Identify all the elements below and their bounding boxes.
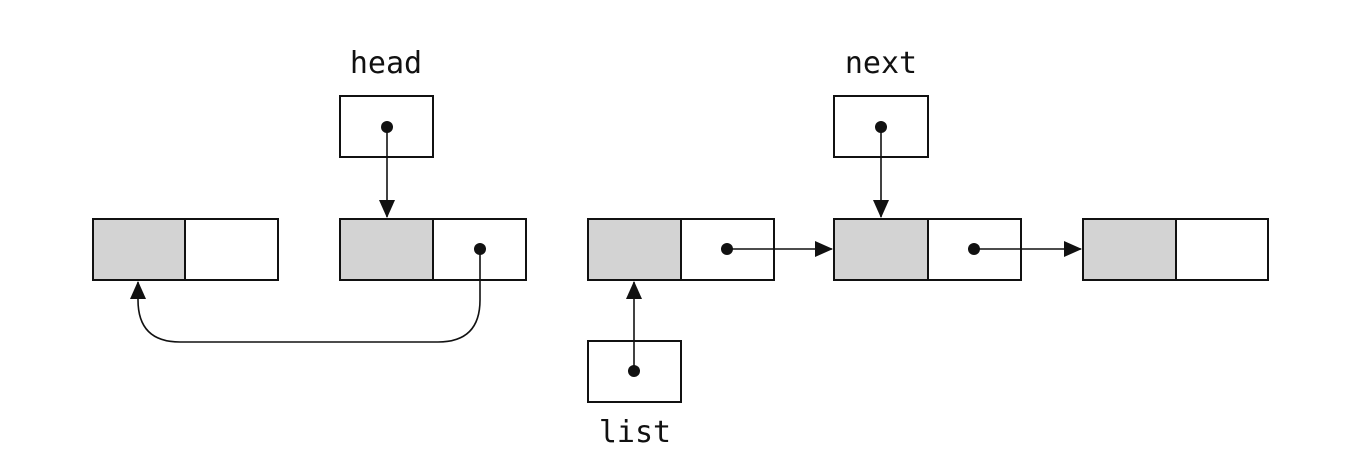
node-5-link-field [1175,218,1269,281]
node-4-data-field [833,218,929,281]
list-label: list [599,415,671,450]
node-3-data-field [587,218,682,281]
list-node-2 [339,218,527,281]
next-label: next [845,46,917,81]
head-label: head [350,46,422,81]
list-node-3 [587,218,775,281]
node-1-link-field [184,218,279,281]
node-1-data-field [92,218,186,281]
node-5-data-field [1082,218,1177,281]
node-2-to-node-1-curved-arrow [130,249,481,343]
node-2-data-field [339,218,434,281]
list-node-5 [1082,218,1269,281]
list-node-1 [92,218,279,281]
